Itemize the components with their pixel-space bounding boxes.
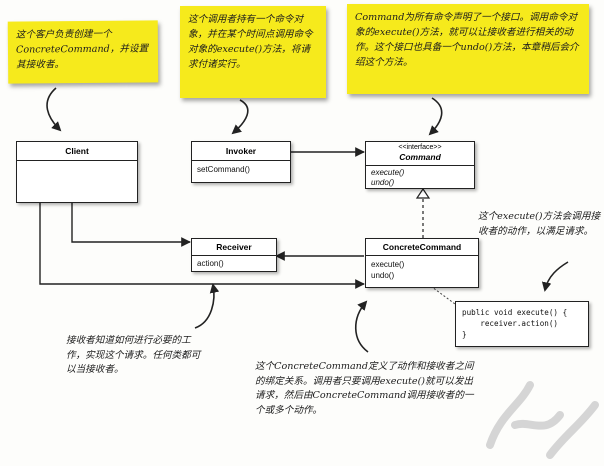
concrete-method-undo: undo() <box>371 271 395 280</box>
concrete-note-pointer <box>354 300 369 353</box>
command-stereotype: <<interface>> <box>398 144 442 151</box>
client-note-text: 这个客户负责创建一个ConcreteCommand，并设置其接收者。 <box>15 28 149 71</box>
execute-note-pointer <box>541 261 569 292</box>
concrete-note: 这个ConcreteCommand定义了动作和接收者之间的绑定关系。调用者只要调… <box>255 360 477 418</box>
receiver-note-text: 接收者知道如何进行必要的工作，实现这个请求。任何类都可以当接收者。 <box>66 335 201 375</box>
receiver-method-action: action() <box>197 259 224 268</box>
command-method-execute: execute() <box>371 168 405 177</box>
code-line-2: receiver.action() <box>462 319 559 328</box>
client-class: Client <box>16 141 138 203</box>
watermark <box>486 381 599 459</box>
execute-note-text: 这个execute()方法会调用接收者的动作，以满足请求。 <box>478 211 601 237</box>
receiver-class: Receiver action() <box>191 238 277 272</box>
concrete-command-class: ConcreteCommand execute() undo() <box>365 238 479 288</box>
realization-triangle <box>415 187 431 199</box>
concrete-note-text: 这个ConcreteCommand定义了动作和接收者之间的绑定关系。调用者只要调… <box>255 361 474 416</box>
client-note: 这个客户负责创建一个ConcreteCommand，并设置其接收者。 <box>7 20 159 84</box>
invoker-note-text: 这个调用者持有一个命令对象，并在某个时间点调用命令对象的execute()方法，… <box>188 14 313 70</box>
receiver-note-pointer <box>194 283 220 329</box>
invoker-note: 这个调用者持有一个命令对象，并在某个时间点调用命令对象的execute()方法，… <box>180 6 326 98</box>
concrete-method-execute: execute() <box>371 260 405 269</box>
command-interface-name: Command <box>399 152 441 162</box>
execute-note: 这个execute()方法会调用接收者的动作，以满足请求。 <box>478 210 602 239</box>
invoker-class-name: Invoker <box>192 142 290 161</box>
command-method-undo: undo() <box>371 177 395 187</box>
execute-code-box: public void execute() { receiver.action(… <box>455 301 589 347</box>
concrete-command-name: ConcreteCommand <box>366 239 478 256</box>
invoker-method-setcommand: setCommand() <box>197 165 250 174</box>
client-concrete-association <box>39 202 365 289</box>
client-note-pointer <box>46 87 62 132</box>
receiver-class-name: Receiver <box>192 239 276 256</box>
code-line-3: } <box>462 330 467 339</box>
client-receiver-association <box>71 202 191 247</box>
client-class-name: Client <box>17 142 137 161</box>
invoker-class: Invoker setCommand() <box>191 141 291 183</box>
command-note-pointer <box>428 97 443 136</box>
command-note: Command为所有命令声明了一个接口。调用命令对象的execute()方法，就… <box>347 4 589 94</box>
receiver-note: 接收者知道如何进行必要的工作，实现这个请求。任何类都可以当接收者。 <box>66 334 204 378</box>
invoker-note-pointer <box>231 99 249 135</box>
command-interface: <<interface>> Command execute() undo() <box>365 141 475 189</box>
code-line-1: public void execute() { <box>462 308 568 317</box>
command-note-text: Command为所有命令声明了一个接口。调用命令对象的execute()方法，就… <box>355 12 579 68</box>
